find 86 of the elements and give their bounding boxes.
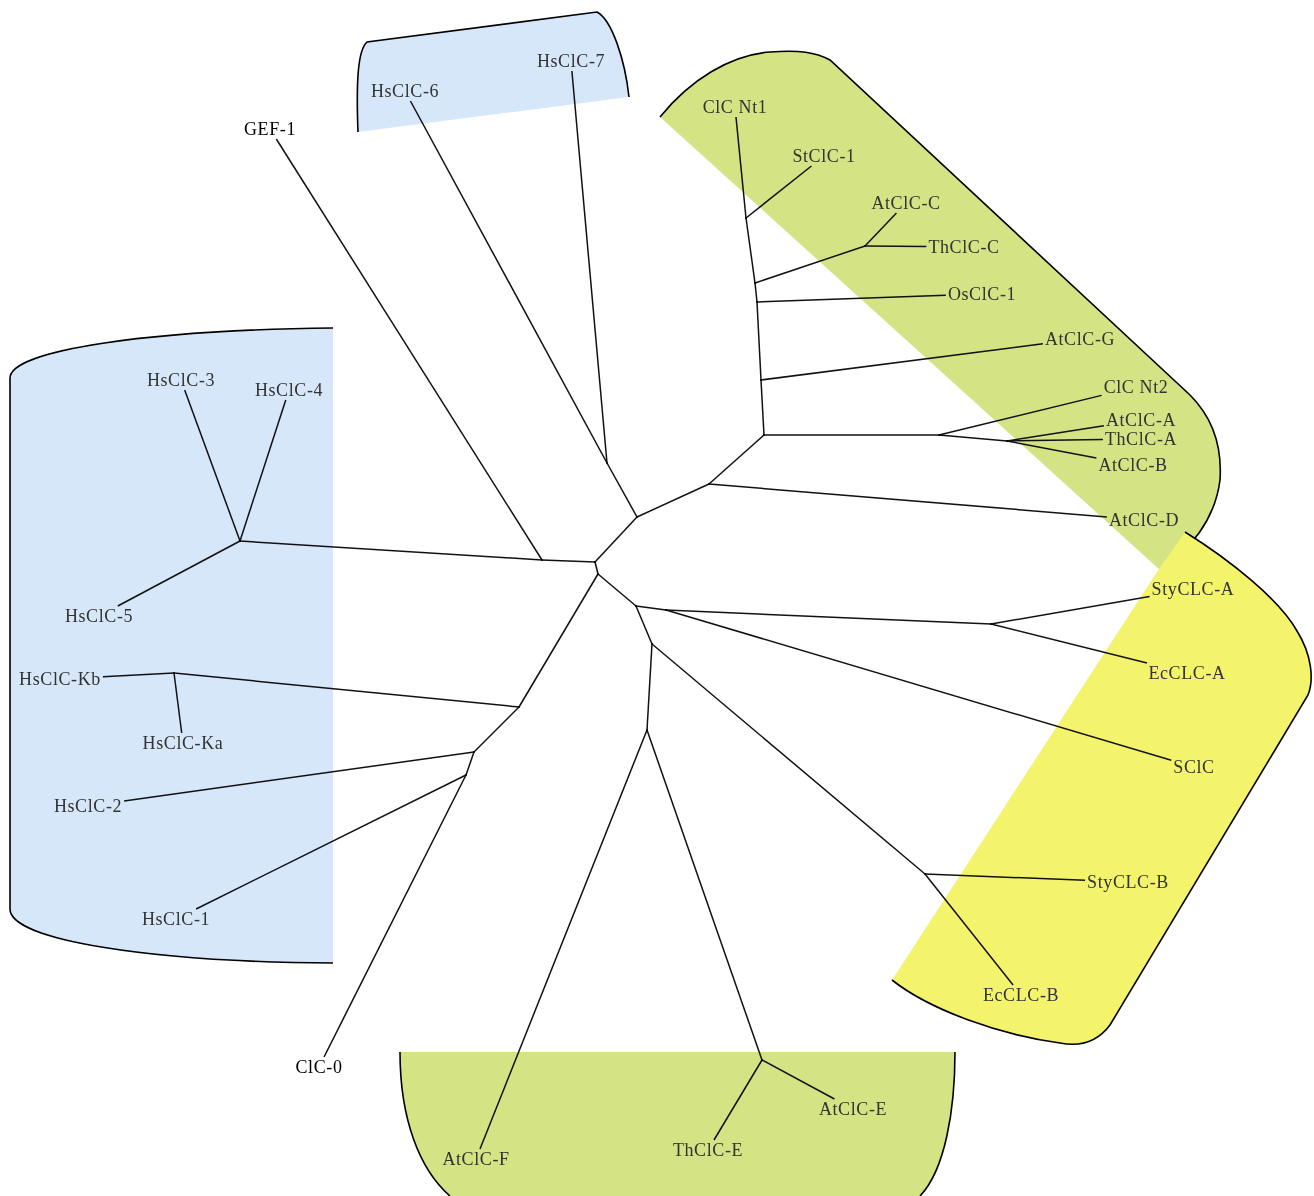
taxon-label: HsClC-6: [370, 82, 440, 100]
clade-band: [658, 48, 1224, 572]
taxon-label: HsClC-5: [64, 607, 134, 625]
taxon-label: ThClC-A: [1104, 430, 1178, 448]
tree-branch: [173, 672, 520, 708]
tree-branch: [594, 561, 599, 575]
tree-branch: [924, 873, 1014, 986]
tree-branch: [518, 573, 599, 708]
tree-branch: [708, 434, 765, 485]
tree-branch: [754, 282, 758, 303]
taxon-label: AtClC-G: [1044, 330, 1116, 348]
tree-branch: [646, 729, 763, 1061]
tree-branch: [195, 774, 467, 910]
tree-branch: [1006, 440, 1098, 459]
taxon-label: EcCLC-A: [1148, 664, 1226, 682]
taxon-label: HsClC-1: [141, 910, 211, 928]
tree-branch: [864, 212, 898, 247]
tree-branch: [713, 1059, 763, 1141]
tree-branch: [239, 399, 287, 542]
tree-branch: [763, 434, 940, 436]
tree-branch: [924, 873, 1086, 882]
tree-branch: [541, 559, 596, 563]
tree-branch: [102, 672, 175, 678]
clade-band: [398, 1050, 957, 1196]
tree-branch: [735, 116, 747, 219]
taxon-label: AtClC-D: [1108, 511, 1180, 529]
taxon-label: AtClC-C: [871, 194, 941, 212]
clade-band: [8, 326, 335, 965]
tree-branch: [117, 540, 241, 607]
taxon-label: ThClC-C: [928, 238, 1000, 256]
tree-branch: [465, 751, 475, 776]
tree-branch: [665, 609, 992, 625]
taxon-label: HsClC-2: [53, 797, 123, 815]
tree-branch: [990, 595, 1151, 625]
taxon-label: AtClC-B: [1098, 456, 1168, 474]
taxon-label: GEF-1: [244, 120, 296, 138]
tree-branch: [594, 516, 638, 563]
taxon-label: ThClC-E: [672, 1141, 744, 1159]
taxon-label: AtClC-A: [1105, 411, 1177, 429]
taxon-label: ClC Nt1: [702, 98, 768, 116]
tree-branch: [745, 165, 813, 219]
taxon-label: HsClC-3: [146, 371, 216, 389]
tree-branch: [990, 623, 1148, 664]
taxon-label: EcCLC-B: [982, 986, 1060, 1004]
tree-branch: [646, 643, 653, 731]
tree-branch: [756, 294, 947, 303]
tree-branch: [597, 573, 637, 607]
tree-branch: [606, 462, 638, 518]
tree-branch: [756, 301, 762, 381]
tree-branch: [754, 245, 866, 284]
tree-branch: [938, 434, 1008, 442]
tree-branch: [473, 706, 520, 753]
tree-branch: [745, 217, 756, 284]
taxon-label: AtClC-F: [442, 1150, 510, 1168]
tree-branch: [760, 343, 1044, 381]
tree-branch: [651, 643, 926, 875]
tree-branch: [665, 609, 1173, 761]
taxon-label: HsClC-7: [536, 52, 606, 70]
clade-band: [356, 10, 632, 135]
tree-branch: [635, 605, 653, 645]
tree-branch: [479, 729, 648, 1150]
taxon-label: HsClC-Kb: [19, 670, 101, 688]
tree-branch: [239, 540, 543, 561]
tree-branch: [571, 70, 608, 464]
taxon-label: HsClC-Ka: [142, 734, 224, 752]
tree-branch: [1006, 438, 1104, 442]
tree-branch: [323, 774, 467, 1058]
taxon-label: StyCLC-B: [1087, 873, 1169, 891]
tree-branch: [123, 751, 475, 802]
tree-branch: [761, 1059, 836, 1100]
taxon-label: HsClC-4: [254, 381, 324, 399]
taxon-label: SClC: [1173, 758, 1215, 776]
taxon-label: AtClC-E: [818, 1100, 888, 1118]
tree-branch: [636, 483, 710, 518]
taxon-label: ClC-0: [295, 1058, 343, 1076]
taxon-label: ClC Nt2: [1103, 378, 1169, 396]
taxon-label: StClC-1: [792, 147, 856, 165]
tree-branch: [275, 138, 543, 561]
tree-branch: [864, 245, 928, 248]
tree-branch: [409, 100, 608, 464]
tree-branch: [760, 379, 765, 436]
taxon-label: OsClC-1: [947, 285, 1017, 303]
tree-branch: [173, 672, 183, 734]
taxon-label: StyCLC-A: [1151, 580, 1235, 598]
tree-branch: [635, 605, 667, 611]
tree-branch: [183, 389, 241, 542]
